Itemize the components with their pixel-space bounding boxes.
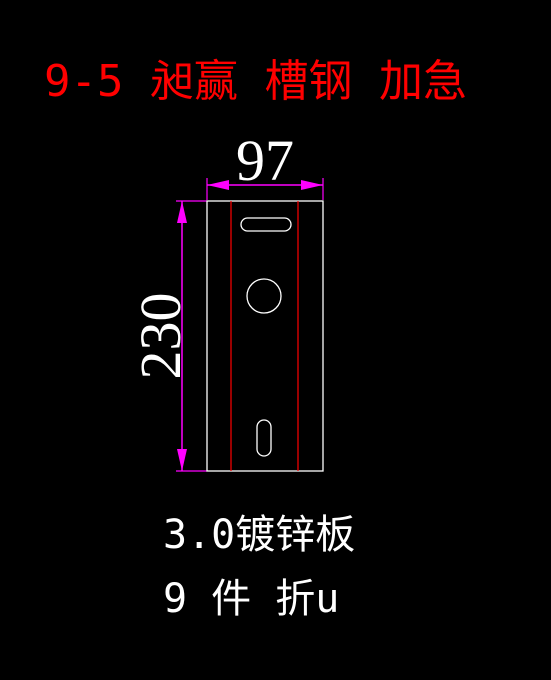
height-dimension-label: 230 (128, 293, 193, 380)
width-arrow-left (207, 180, 229, 190)
height-arrow-bottom (177, 449, 187, 471)
height-dimension: 230 (128, 200, 207, 472)
height-arrow-top (177, 201, 187, 223)
top-slot-hole (240, 217, 292, 232)
material-note: 3.0镀锌板 (163, 512, 355, 558)
plate-outline (206, 200, 324, 472)
quantity-process-note: 9 件 折u (163, 576, 339, 622)
width-dimension: 97 (206, 128, 324, 200)
center-round-hole (246, 278, 282, 314)
part-outline (206, 200, 324, 472)
width-arrow-right (301, 180, 323, 190)
drawing-title: 9-5 昶赢 槽钢 加急 (44, 56, 467, 107)
bottom-slot-hole (256, 419, 272, 457)
width-dimension-label: 97 (236, 128, 294, 193)
